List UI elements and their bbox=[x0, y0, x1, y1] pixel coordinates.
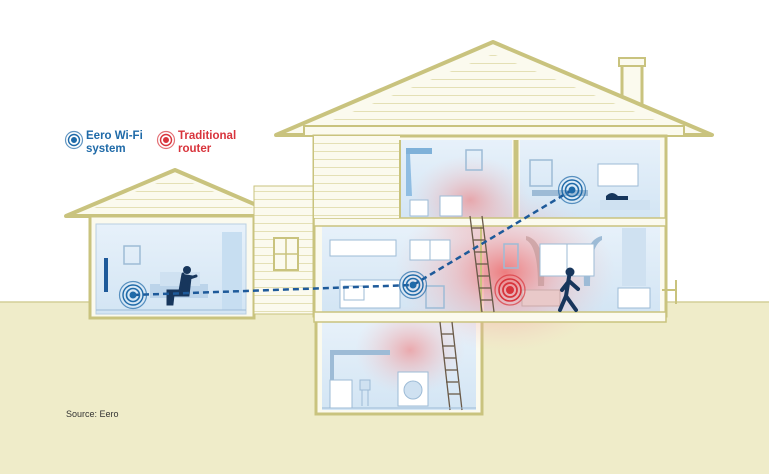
legend-traditional-label: Traditional router bbox=[178, 130, 237, 155]
main-house bbox=[274, 40, 714, 416]
legend-eero: Eero Wi-Fi system bbox=[86, 130, 143, 156]
wifi-signal-icon bbox=[64, 130, 84, 150]
legend-eero-label: Eero Wi-Fi system bbox=[86, 130, 143, 155]
eero-node-garage bbox=[118, 280, 148, 310]
legend-traditional: Traditional router bbox=[178, 130, 236, 156]
router-signal-icon bbox=[156, 130, 176, 150]
eero-node-kitchen bbox=[398, 270, 428, 300]
traditional-router bbox=[494, 274, 526, 306]
eero-node-bedroom bbox=[557, 175, 587, 205]
source-note: Source: Eero bbox=[66, 409, 119, 419]
garage bbox=[64, 168, 284, 320]
